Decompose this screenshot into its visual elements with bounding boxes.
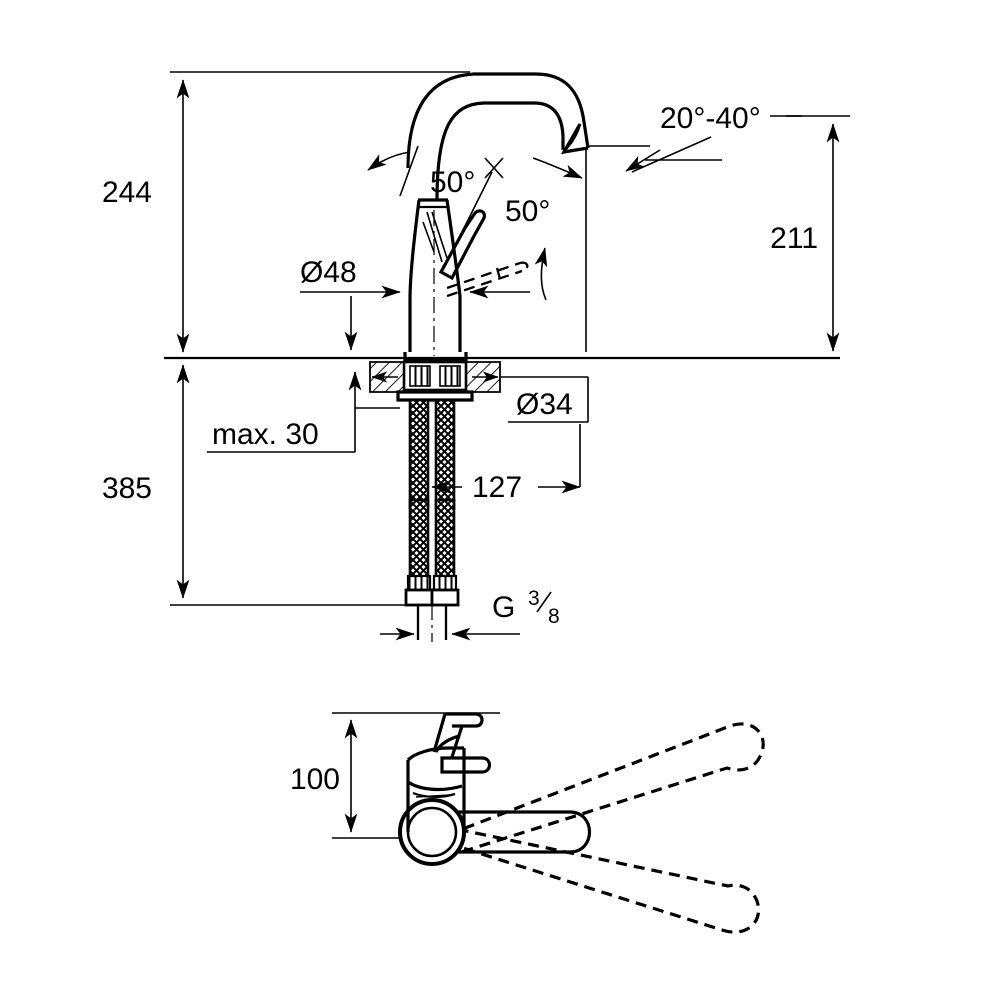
plan-lever-raised-outline [445, 712, 484, 728]
plan-lever [432, 712, 492, 774]
hose-left-upper [408, 398, 430, 510]
spout-swivel-dashed [446, 722, 765, 934]
angle-annotation-50-lower: 50° [455, 157, 550, 301]
plan-body-seam-line [415, 794, 451, 798]
spout-angle-leader-diagonal [631, 136, 712, 173]
plan-spout-outline [418, 810, 592, 854]
spout-swivel-position-upper [446, 722, 765, 857]
plan-spout-solid [418, 810, 592, 854]
hose-left-lower [408, 498, 430, 582]
hose-right-upper [434, 398, 456, 510]
spout-swivel-position-lower [446, 826, 761, 934]
lever-dashed-detail [495, 267, 502, 280]
thread-annotation: G 3 8 [380, 587, 560, 641]
spout-body [406, 72, 590, 201]
angle-label-50-lower: 50° [505, 195, 550, 228]
body-interior-line-3 [422, 221, 435, 253]
thread-label-prefix: G [492, 591, 515, 624]
mounting-deck-section [369, 360, 501, 402]
flexible-hoses [404, 398, 460, 642]
plan-body-cylinder [406, 746, 466, 832]
thread-fraction-slash [536, 591, 552, 613]
lever-raised-body [438, 209, 486, 281]
lever-handle-raised [438, 209, 486, 281]
hose-nut-left [404, 588, 434, 607]
angle-annotation-50-upper: 50° [367, 145, 475, 199]
dimension-211: 211 [770, 115, 850, 352]
hose-right-lower [434, 498, 456, 582]
plan-base-inner-circle [406, 806, 458, 858]
dimension-label-100: 100 [290, 763, 340, 796]
dimension-label-385: 385 [102, 472, 152, 505]
lever-dashed-outline [446, 261, 523, 298]
dimension-label-d34: Ø34 [516, 388, 573, 421]
body-left-profile [408, 199, 421, 352]
spout-inner-profile [435, 101, 565, 201]
dimension-diameter-34: Ø34 [500, 376, 589, 423]
plan-body-sides [406, 748, 466, 832]
angle-50-lower-arrow [534, 247, 548, 301]
dimension-label-211: 211 [770, 222, 818, 255]
plan-lever-edge-left [432, 713, 447, 753]
angle-label-50-upper: 50° [430, 166, 475, 199]
dimension-100: 100 [290, 719, 358, 833]
dimension-label-127: 127 [472, 471, 522, 504]
plan-view: 100 [290, 712, 765, 934]
dimension-244: 244 [102, 79, 190, 353]
plan-lever-body [440, 756, 492, 774]
thread-label-denominator: 8 [548, 605, 560, 628]
spout-outlet-arc [564, 123, 582, 151]
spout-angle-arrow-inner [532, 157, 583, 179]
mounting-washer [396, 390, 474, 402]
angle-50-upper-arrow [367, 151, 411, 171]
dimension-diameter-48: Ø48 [300, 256, 530, 351]
body-base-flange [403, 352, 468, 362]
angle-50-upper-ref-line [399, 145, 419, 197]
plan-body-top-edge [406, 746, 464, 762]
body-interior-line-1 [426, 211, 443, 263]
mounting-thread-left [409, 365, 431, 387]
dimension-label-max30: max. 30 [212, 418, 319, 451]
angle-label-spout: 20°-40° [660, 102, 761, 135]
dimension-label-d48: Ø48 [300, 256, 357, 289]
hose-ferrule-right [432, 574, 458, 592]
hose-nut-right [430, 588, 460, 607]
lever-dashed-cap [519, 261, 529, 273]
spout-outlet-bevel [560, 123, 589, 155]
angle-50-lower-cross-b [484, 157, 504, 179]
mounting-thread-right [439, 365, 461, 387]
spout-outer-profile [406, 72, 590, 169]
dimension-max-30: max. 30 [207, 371, 400, 453]
angle-annotation-spout: 20°-40° [532, 102, 802, 352]
angle-50-lower-leader [455, 171, 493, 245]
dimension-385: 385 [102, 364, 190, 599]
faucet-body [403, 198, 468, 362]
elevation-view: 244 385 211 [102, 71, 850, 642]
dimension-127: 127 [431, 424, 581, 504]
thread-label-numerator: 3 [528, 587, 540, 610]
hose-ferrule-left [406, 574, 432, 592]
dimension-label-244: 244 [102, 176, 152, 209]
lever-handle-dashed [446, 261, 529, 298]
plan-base-ring [398, 798, 466, 866]
spout-angle-arrow [625, 149, 661, 172]
plan-body-seam-detail [412, 791, 456, 799]
plan-lever-edge-right [450, 725, 464, 758]
body-right-profile [445, 199, 462, 352]
plan-body-cap-seam [407, 780, 463, 792]
